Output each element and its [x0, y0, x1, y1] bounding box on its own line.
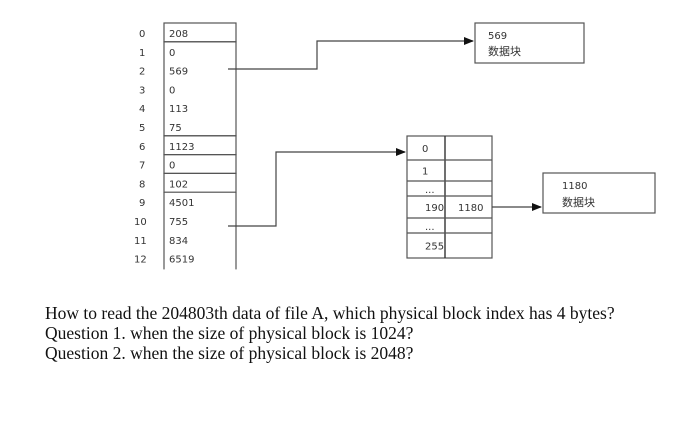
inode-row-value: 6519 [169, 255, 194, 266]
data-block-569-box [474, 22, 585, 64]
inode-row-index: 8 [139, 179, 145, 190]
data-block-569-label: 数据块 [488, 44, 521, 58]
inode-row-value: 569 [169, 67, 188, 78]
index-block-row-index: ... [425, 185, 435, 196]
question-prompt: How to read the 204803th data of file A,… [45, 303, 615, 323]
inode-row-value: 834 [169, 236, 188, 247]
index-block-row-index: 0 [422, 144, 428, 155]
index-block-outline [406, 135, 493, 259]
inode-row-value: 75 [169, 123, 182, 134]
inode-row-index: 5 [139, 123, 145, 134]
inode-row-value: 1123 [169, 142, 194, 153]
inode-row-index: 1 [139, 48, 145, 59]
inode-row-value: 102 [169, 179, 188, 190]
inode-row-index: 11 [134, 236, 147, 247]
inode-row-index: 2 [139, 67, 145, 78]
data-block-1180-box [542, 172, 656, 214]
inode-row-value: 0 [169, 85, 175, 96]
inode-row-value: 113 [169, 104, 188, 115]
inode-row-value: 0 [169, 161, 175, 172]
index-block-row-index: 1 [422, 167, 428, 178]
question-text: How to read the 204803th data of file A,… [45, 303, 665, 363]
index-block-row-index: 255 [425, 242, 444, 253]
question-1: Question 1. when the size of physical bl… [45, 323, 414, 343]
inode-row-index: 6 [139, 142, 145, 153]
arrow-569-to-data-block [228, 37, 474, 70]
inode-row-index: 0 [139, 29, 145, 40]
inode-row-value: 208 [169, 29, 188, 40]
data-block-569-number: 569 [488, 31, 507, 42]
data-block-1180: 1180 数据块 [542, 172, 656, 214]
inode-row-value: 0 [169, 48, 175, 59]
inode-row-value: 755 [169, 217, 188, 228]
data-block-1180-number: 1180 [562, 181, 587, 192]
index-block-row-index: 190 [425, 203, 444, 214]
question-2: Question 2. when the size of physical bl… [45, 343, 414, 363]
data-block-569: 569 数据块 [474, 22, 585, 64]
inode-row-value: 4501 [169, 198, 194, 209]
inode-row-index: 10 [134, 217, 147, 228]
index-block: 0 1... 190 1180... 255 [406, 135, 493, 259]
arrow-755-to-index-block [228, 148, 406, 227]
index-block-row-index: ... [425, 222, 435, 233]
inode-row-index: 3 [139, 85, 145, 96]
inode-row-index: 7 [139, 161, 145, 172]
inode-row-index: 4 [139, 104, 145, 115]
inode-row-index: 12 [134, 255, 147, 266]
inode-row-index: 9 [139, 198, 145, 209]
index-block-row-value: 1180 [458, 203, 483, 214]
data-block-1180-label: 数据块 [562, 195, 595, 209]
inode-box-4 [163, 172, 237, 193]
